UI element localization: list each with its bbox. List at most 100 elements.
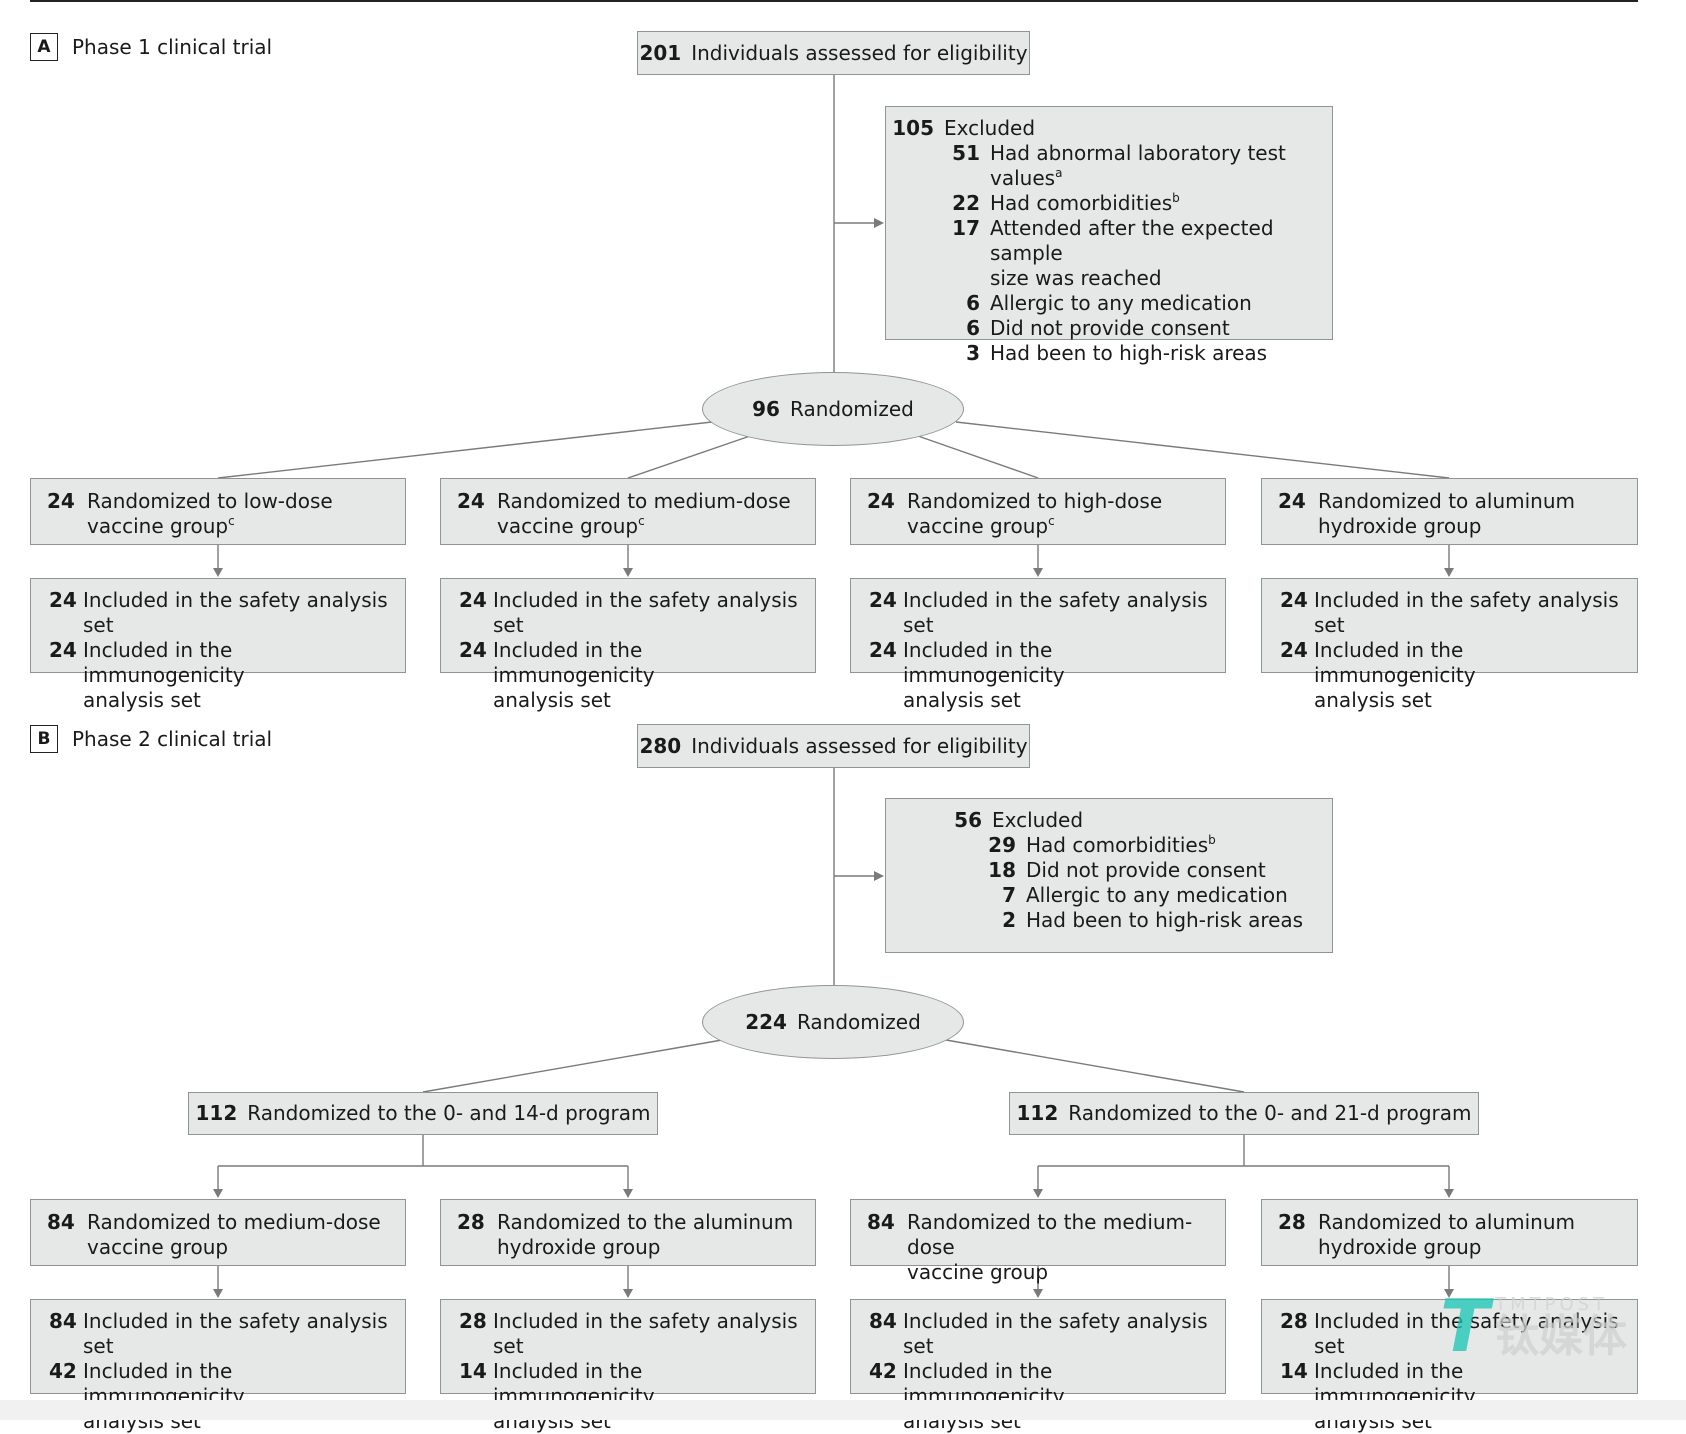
reason-label: Had comorbiditiesb xyxy=(990,191,1180,216)
safety-label: Included in the safety analysis set xyxy=(1314,588,1619,637)
safety-label: Included in the safety analysis set xyxy=(83,588,388,637)
arrowhead xyxy=(1444,1289,1454,1298)
phase1-header: A Phase 1 clinical trial xyxy=(30,33,272,61)
watermark-logo: T xyxy=(1440,1284,1490,1368)
arm-count: 24 xyxy=(867,489,895,513)
arm-label: Randomized to aluminum xyxy=(1318,489,1576,513)
reason-count: 22 xyxy=(952,191,980,215)
arrowhead xyxy=(623,1189,633,1198)
arrowhead xyxy=(213,568,223,577)
reason-count: 2 xyxy=(1002,908,1016,932)
reason-label: Had comorbiditiesb xyxy=(1026,833,1216,858)
arm-label-continued: hydroxide group xyxy=(1318,514,1482,538)
immunogenicity-count: 24 xyxy=(459,638,487,662)
arrowhead xyxy=(1033,568,1043,577)
watermark-cn: 钛媒体 xyxy=(1495,1310,1628,1362)
immunogenicity-label-continued: analysis set xyxy=(903,688,1021,712)
arm-label-continued: vaccine group xyxy=(907,514,1049,538)
phase1-title: Phase 1 clinical trial xyxy=(72,35,273,59)
arm-count: 84 xyxy=(47,1210,75,1234)
arm-label-continued: vaccine group xyxy=(907,1260,1049,1284)
reason-text: Had been to high-risk areas xyxy=(990,341,1268,365)
watermark-latin: TMTPOST xyxy=(1495,1293,1609,1315)
phase2-randomized-ellipse: 224 Randomized xyxy=(702,985,964,1059)
safety-count: 28 xyxy=(1280,1309,1308,1333)
arrowhead xyxy=(213,1189,223,1198)
safety-label: Included in the safety analysis set xyxy=(83,1309,388,1358)
safety-label: Included in the safety analysis set xyxy=(903,1309,1208,1358)
arm-count: 24 xyxy=(1278,489,1306,513)
phase1-exclusion-reason: 6 Did not provide consent xyxy=(886,316,1322,341)
phase1-exclusion-reason: 6 Allergic to any medication xyxy=(886,291,1322,316)
watermark: T TMTPOST 钛媒体 xyxy=(1440,1290,1627,1362)
arm-label-continued: hydroxide group xyxy=(1318,1235,1482,1259)
safety-label: Included in the safety analysis set xyxy=(493,588,798,637)
arm-count: 28 xyxy=(457,1210,485,1234)
reason-count: 6 xyxy=(966,316,980,340)
program-label: Randomized to the 0- and 21-d program xyxy=(1068,1101,1472,1125)
footnote-marker: b xyxy=(1208,833,1216,847)
phase1-randomized-count: 96 xyxy=(752,397,780,421)
phase2-exclusion-reason: 29 Had comorbiditiesb xyxy=(886,833,1322,858)
arrowhead xyxy=(874,218,884,228)
arrowhead xyxy=(623,568,633,577)
safety-count: 24 xyxy=(1280,588,1308,612)
immunogenicity-label-continued: analysis set xyxy=(83,688,201,712)
phase2-excluded-label: Excluded xyxy=(992,808,1084,832)
arrowhead xyxy=(1033,1289,1043,1298)
phase1-split-line xyxy=(955,421,1450,479)
arm-label-continued: vaccine group xyxy=(87,514,229,538)
arm-count: 84 xyxy=(867,1210,895,1234)
program-label: Randomized to the 0- and 14-d program xyxy=(247,1101,651,1125)
phase1-arm-aluminum-hydroxide: 24 Randomized to aluminum hydroxide group xyxy=(1261,478,1638,545)
reason-text: Had comorbidities xyxy=(990,191,1173,215)
arm-label: Randomized to medium-dose xyxy=(497,489,791,513)
safety-count: 24 xyxy=(459,588,487,612)
phase2-randomized-label: Randomized xyxy=(796,1010,921,1034)
safety-label: Included in the safety analysis set xyxy=(1314,1309,1619,1358)
footnote-marker: c xyxy=(638,514,645,528)
phase2-randomized-count: 224 xyxy=(745,1010,787,1034)
phase1-excluded-header: 105 Excluded xyxy=(886,116,1322,141)
reason-text: Had comorbidities xyxy=(1026,833,1209,857)
footnote-marker: c xyxy=(1048,514,1055,528)
reason-text: Had been to high-risk areas xyxy=(1026,908,1304,932)
arm-label-continued: hydroxide group xyxy=(497,1235,661,1259)
phase2-exclusion-reason: 7 Allergic to any medication xyxy=(886,883,1322,908)
phase1-randomized-label: Randomized xyxy=(789,397,914,421)
phase1-letter-badge: A xyxy=(30,33,58,61)
reason-count: 17 xyxy=(952,216,980,240)
phase2-assessed-label: Individuals assessed for eligibility xyxy=(691,733,1028,758)
safety-label: Included in the safety analysis set xyxy=(493,1309,798,1358)
immunogenicity-count: 42 xyxy=(49,1359,77,1383)
safety-count: 24 xyxy=(869,588,897,612)
safety-label: Included in the safety analysis set xyxy=(903,588,1208,637)
immunogenicity-count: 24 xyxy=(869,638,897,662)
program-count: 112 xyxy=(1016,1101,1059,1125)
reason-text: Allergic to any medication xyxy=(1026,883,1288,907)
reason-text: Allergic to any medication xyxy=(990,291,1252,315)
phase2-excluded-box: 56 Excluded 29 Had comorbiditiesb 18 Did… xyxy=(885,798,1333,953)
phase2-split-line xyxy=(945,1039,1245,1093)
phase2-assessed-box: 280 Individuals assessed for eligibility xyxy=(637,724,1030,768)
arrowhead xyxy=(623,1289,633,1298)
immunogenicity-label-continued: analysis set xyxy=(493,688,611,712)
footnote-marker: b xyxy=(1172,191,1180,205)
top-rule xyxy=(30,0,1638,2)
arm-label: Randomized to the medium-dose xyxy=(907,1210,1193,1259)
immunogenicity-count: 24 xyxy=(1280,638,1308,662)
safety-count: 84 xyxy=(49,1309,77,1333)
phase1-excluded-count: 105 xyxy=(892,116,934,140)
